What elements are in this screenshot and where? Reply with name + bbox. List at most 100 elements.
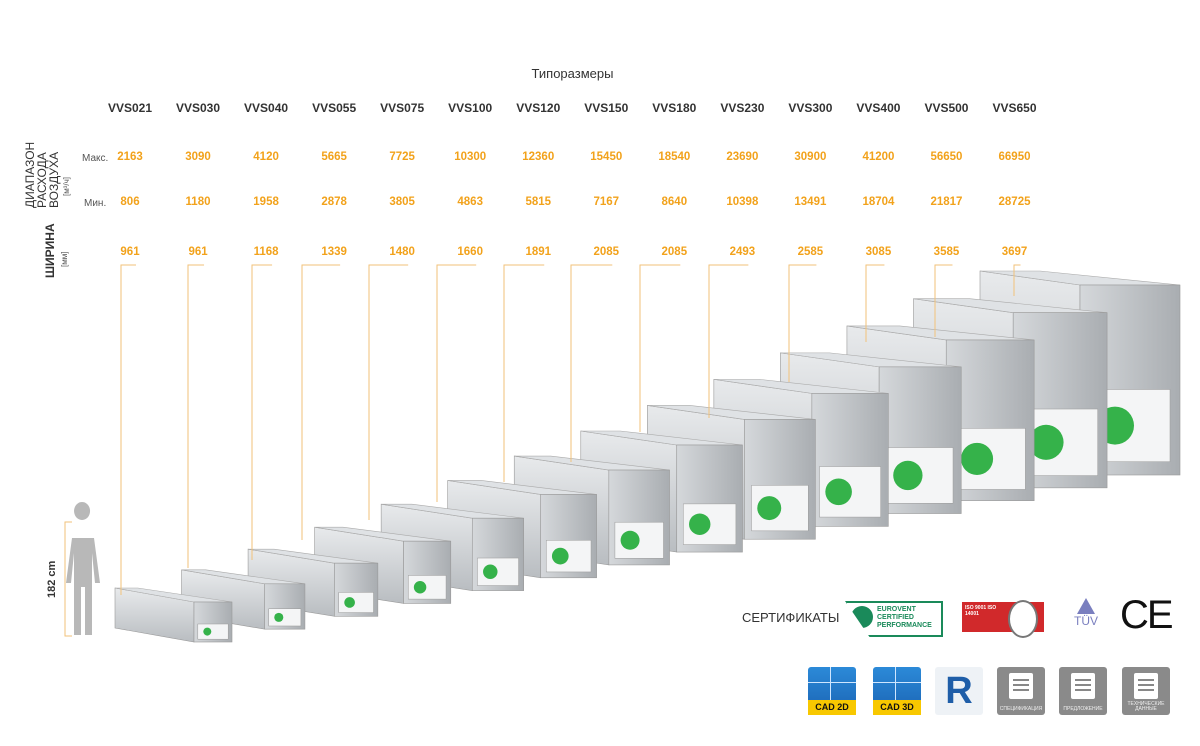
model-width: 3085 [865, 246, 892, 258]
model-name: VVS075 [380, 101, 425, 115]
fan-motor-icon [1028, 424, 1064, 460]
fan-motor-icon [413, 581, 427, 594]
model-name: VVS180 [652, 101, 697, 115]
model-width: 2085 [661, 246, 688, 258]
ce-mark: CE [1120, 593, 1174, 637]
model-min: 21817 [930, 196, 963, 208]
model-name: VVS230 [720, 101, 765, 115]
model-max: 12360 [522, 151, 555, 163]
model-max: 23690 [726, 151, 759, 163]
width-leader-line [368, 264, 409, 520]
model-width: 1891 [525, 246, 552, 258]
model-width: 2585 [797, 246, 824, 258]
model-min: 8640 [661, 196, 688, 208]
model-width: 1660 [457, 246, 483, 258]
unit-fan-section [268, 608, 302, 627]
model-max: 5665 [321, 151, 347, 163]
model-max: 3090 [185, 151, 211, 163]
model-name: VVS650 [992, 101, 1037, 115]
width-unit: [мм] [60, 251, 69, 267]
fan-motor-icon [825, 478, 852, 506]
tuv-logo: TÜV [1071, 598, 1101, 628]
section-title: Типоразмеры [531, 66, 614, 81]
fan-motor-icon [483, 564, 498, 580]
document-download-button[interactable]: СПЕЦИФИКАЦИЯ [997, 667, 1045, 715]
person-silhouette [66, 502, 100, 635]
fan-motor-icon [689, 513, 711, 535]
model-width: 2085 [593, 246, 620, 258]
model-min: 3805 [389, 196, 415, 208]
model-name: VVS030 [176, 101, 221, 115]
model-min: 5815 [525, 196, 552, 208]
fan-motor-icon [203, 627, 212, 636]
model-width: 1339 [321, 246, 347, 258]
model-name: VVS120 [516, 101, 561, 115]
revit-download-button[interactable]: R [935, 667, 983, 715]
model-min: 4863 [457, 196, 483, 208]
cad-download-button[interactable]: CAD 2D [808, 667, 856, 715]
fan-motor-icon [344, 597, 355, 608]
width-leader-line [865, 264, 885, 342]
model-min: 1958 [253, 196, 279, 208]
unit-fan-section [338, 592, 374, 613]
width-leader-line [934, 264, 953, 337]
model-min: 18704 [862, 196, 895, 208]
fan-motor-icon [274, 612, 284, 622]
document-download-button[interactable]: ТЕХНИЧЕСКИЕ ДАННЫЕ [1122, 667, 1170, 715]
model-min: 1180 [185, 196, 211, 208]
airflow-label: ДИАПАЗОН РАСХОДА ВОЗДУХА [23, 141, 61, 208]
person-height-label: 182 cm [46, 560, 58, 598]
width-leader-line [708, 264, 749, 418]
width-leader-line [436, 264, 477, 502]
iso-certificate-logo: ISO 9001 ISO 14001 [962, 600, 1044, 638]
width-leader-line [187, 264, 205, 568]
unit-fan-section [408, 575, 447, 600]
cad-label: CAD 3D [873, 700, 921, 715]
width-leader-line [639, 264, 681, 432]
fan-motor-icon [893, 460, 923, 491]
model-name: VVS100 [448, 101, 493, 115]
width-leader-line [120, 264, 136, 595]
model-min: 2878 [321, 196, 347, 208]
width-leader-line [503, 264, 545, 482]
model-name: VVS400 [856, 101, 901, 115]
model-max: 10300 [454, 151, 487, 163]
min-label: Мин. [84, 198, 107, 209]
model-max: 7725 [389, 151, 415, 163]
cad-label: CAD 2D [808, 700, 856, 715]
model-max: 2163 [117, 151, 143, 163]
max-label: Макс. [82, 153, 109, 164]
clipboard-icon [1134, 673, 1158, 699]
width-label: ШИРИНА [43, 223, 57, 278]
model-max: 4120 [253, 151, 279, 163]
revit-icon: R [945, 670, 973, 712]
model-width: 961 [188, 246, 208, 258]
model-name: VVS021 [107, 101, 153, 115]
model-name: VVS300 [788, 101, 833, 115]
clipboard-icon [1071, 673, 1095, 699]
model-max: 30900 [794, 151, 827, 163]
model-width: 2493 [729, 246, 756, 258]
model-name: VVS040 [244, 101, 289, 115]
width-leader-line [301, 264, 341, 540]
fan-motor-icon [551, 547, 569, 565]
model-name: VVS055 [312, 101, 357, 115]
model-max: 18540 [658, 151, 691, 163]
model-min: 806 [120, 196, 140, 208]
model-max: 66950 [998, 151, 1031, 163]
model-min: 28725 [998, 196, 1031, 208]
clipboard-icon [1009, 673, 1033, 699]
model-width: 1480 [389, 246, 415, 258]
model-width: 1168 [253, 246, 279, 258]
model-name: VVS150 [584, 101, 629, 115]
model-max: 41200 [862, 151, 895, 163]
model-name: VVS500 [924, 101, 969, 115]
cad-download-button[interactable]: CAD 3D [873, 667, 921, 715]
width-leader-line [251, 264, 273, 560]
height-bracket [64, 521, 72, 637]
document-download-button[interactable]: ПРЕДЛОЖЕНИЕ [1059, 667, 1107, 715]
airflow-unit: [м³/ч] [62, 177, 71, 196]
fan-motor-icon [620, 530, 640, 550]
